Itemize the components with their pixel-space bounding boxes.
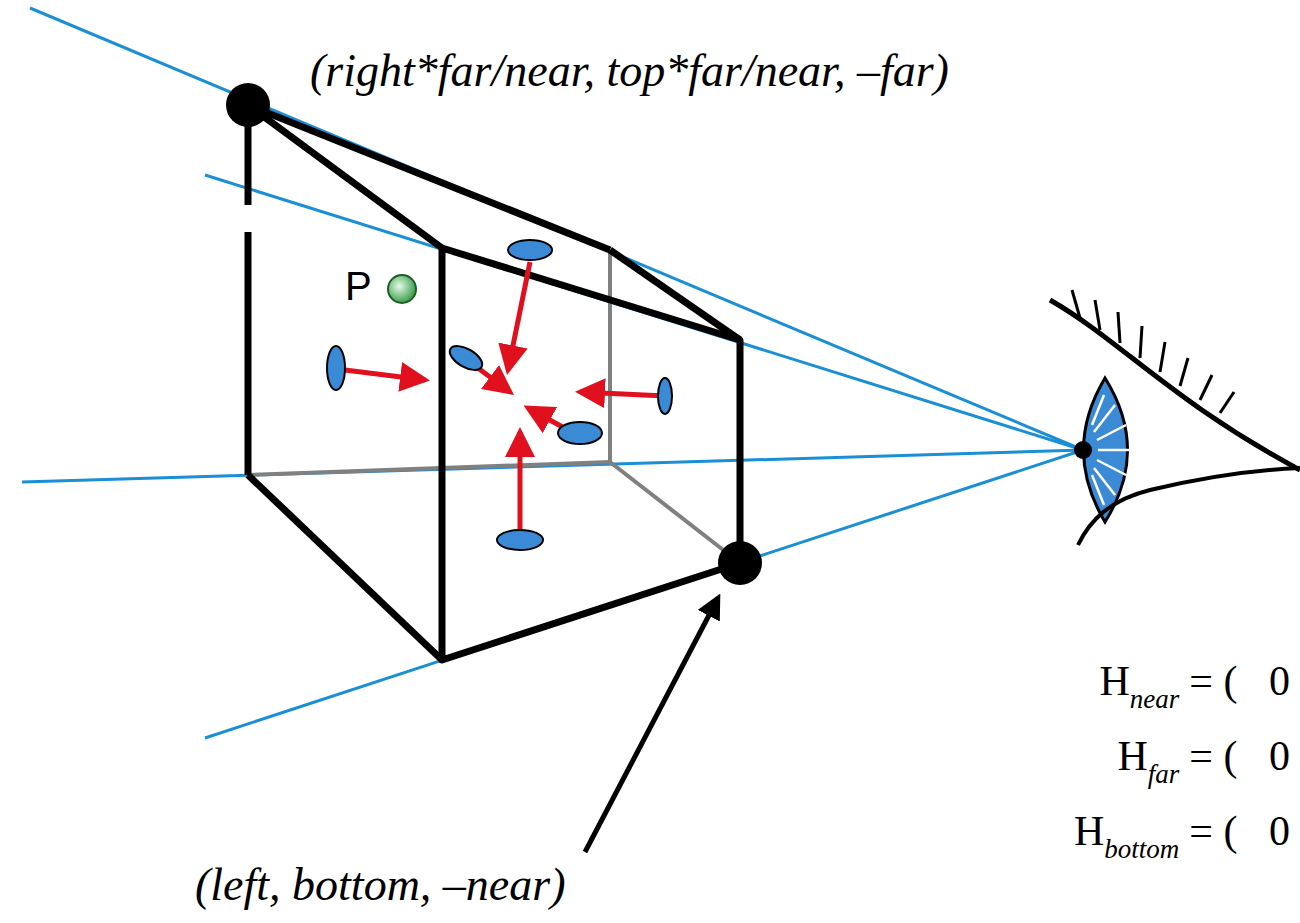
corner-label: (right*far/near, top*far/near, –far) — [310, 48, 949, 94]
plane-symbol: H — [1074, 810, 1104, 852]
eye — [1050, 290, 1300, 545]
frustum-edges — [248, 105, 740, 660]
sight-lines — [22, 8, 1083, 738]
point-label: P — [345, 266, 372, 306]
corner-dot — [226, 83, 270, 127]
plane-equation: = ( 0 — [1189, 810, 1290, 852]
leader-arrow — [585, 598, 718, 852]
point-sphere — [388, 275, 416, 303]
plane-symbol: H — [1117, 735, 1147, 777]
hidden-edges — [248, 250, 740, 563]
corner-dot — [718, 541, 762, 585]
corner-label: (left, bottom, –near) — [195, 862, 566, 908]
plane-subscript: far — [1148, 761, 1180, 788]
plane-symbol: H — [1099, 660, 1129, 702]
plane-equation: = ( 0 — [1189, 735, 1290, 777]
plane-subscript: bottom — [1104, 836, 1179, 863]
plane-equation: = ( 0 — [1189, 660, 1290, 702]
plane-subscript: near — [1130, 686, 1180, 713]
plane-normals — [327, 240, 672, 550]
